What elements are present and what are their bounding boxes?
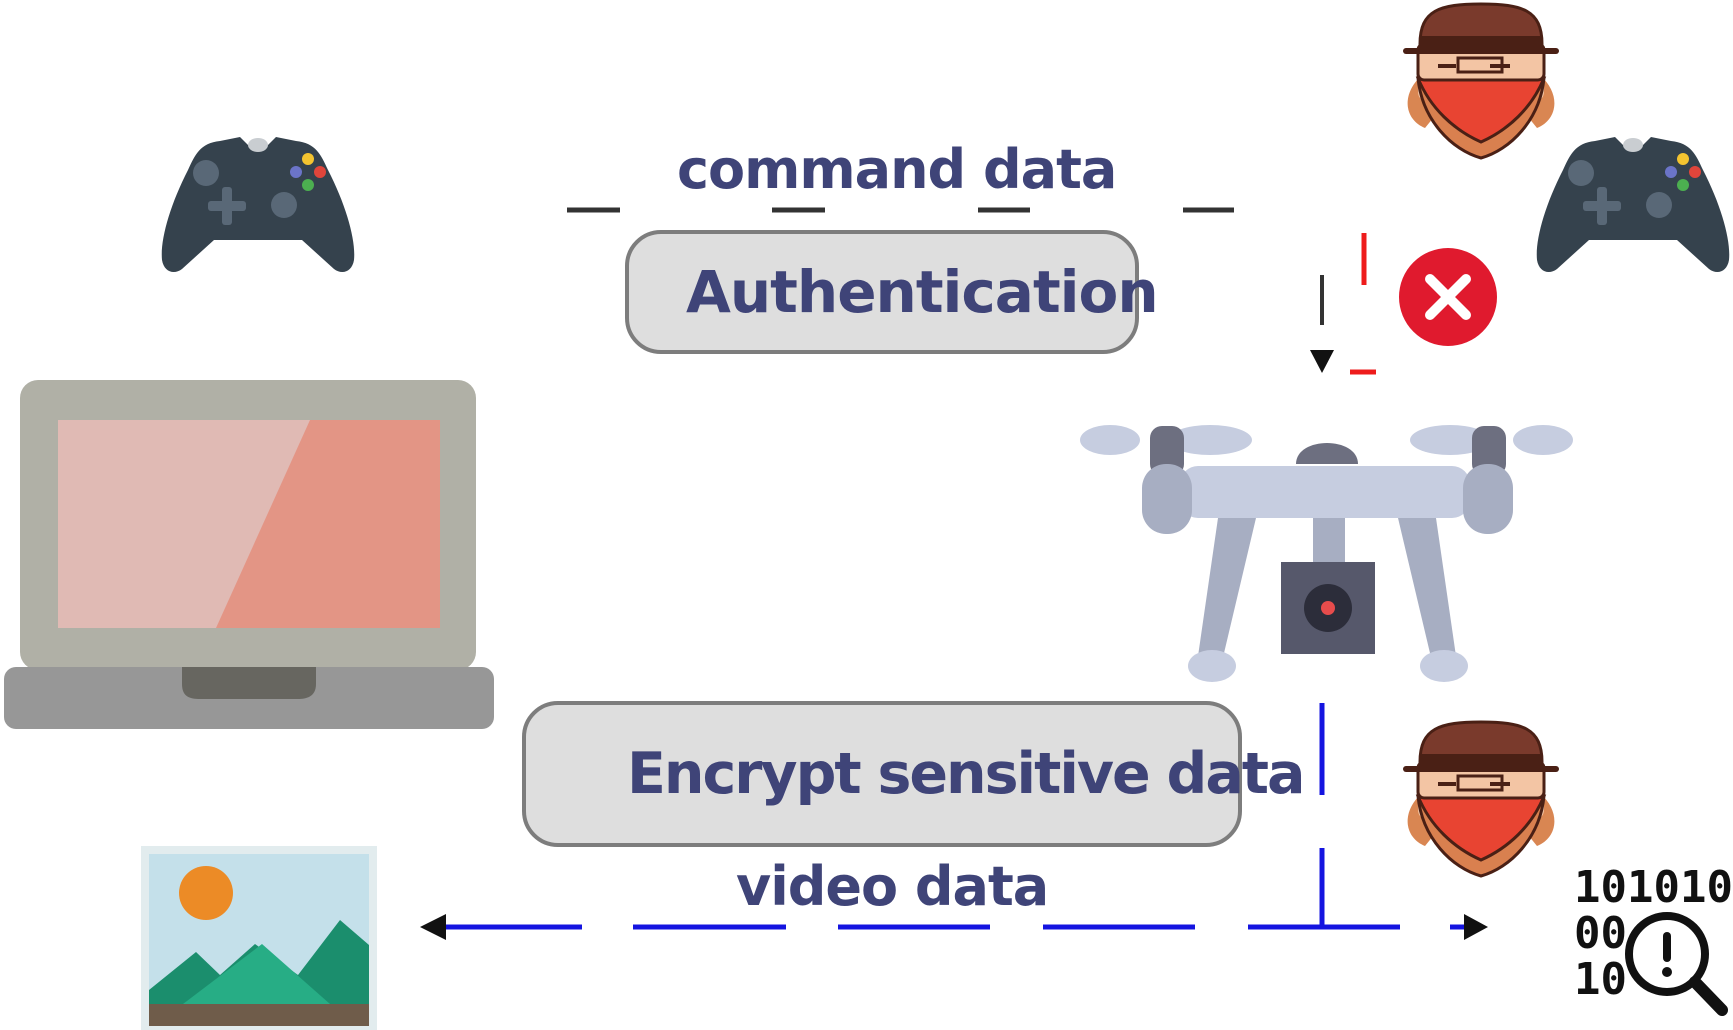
deny-icon (1399, 248, 1497, 346)
binary-row-3: 10 (1574, 954, 1627, 1005)
gamepad-icon (161, 137, 355, 272)
drone-icon (1080, 425, 1573, 682)
command-arrow (1310, 275, 1334, 373)
binary-row-2: 00 (1574, 908, 1627, 959)
video-data-label: video data (736, 855, 1049, 918)
encryption-box (522, 701, 1242, 847)
video-arrow-left (420, 914, 446, 940)
hacker-icon (1403, 720, 1559, 878)
authentication-box (625, 230, 1139, 354)
video-arrow-right (1464, 914, 1488, 940)
encrypt-sensitive-data-label: Encrypt sensitive data (627, 741, 1306, 807)
hacker-icon (1403, 2, 1559, 160)
laptop-icon (4, 380, 494, 729)
binary-search-icon: 101010 00 10 (1574, 862, 1733, 1016)
command-data-label: command data (677, 138, 1117, 201)
attack-line (1350, 233, 1376, 375)
image-icon (141, 846, 377, 1030)
gamepad-icon (1536, 137, 1730, 272)
authentication-label: Authentication (686, 258, 1159, 326)
binary-row-1: 101010 (1574, 862, 1733, 913)
